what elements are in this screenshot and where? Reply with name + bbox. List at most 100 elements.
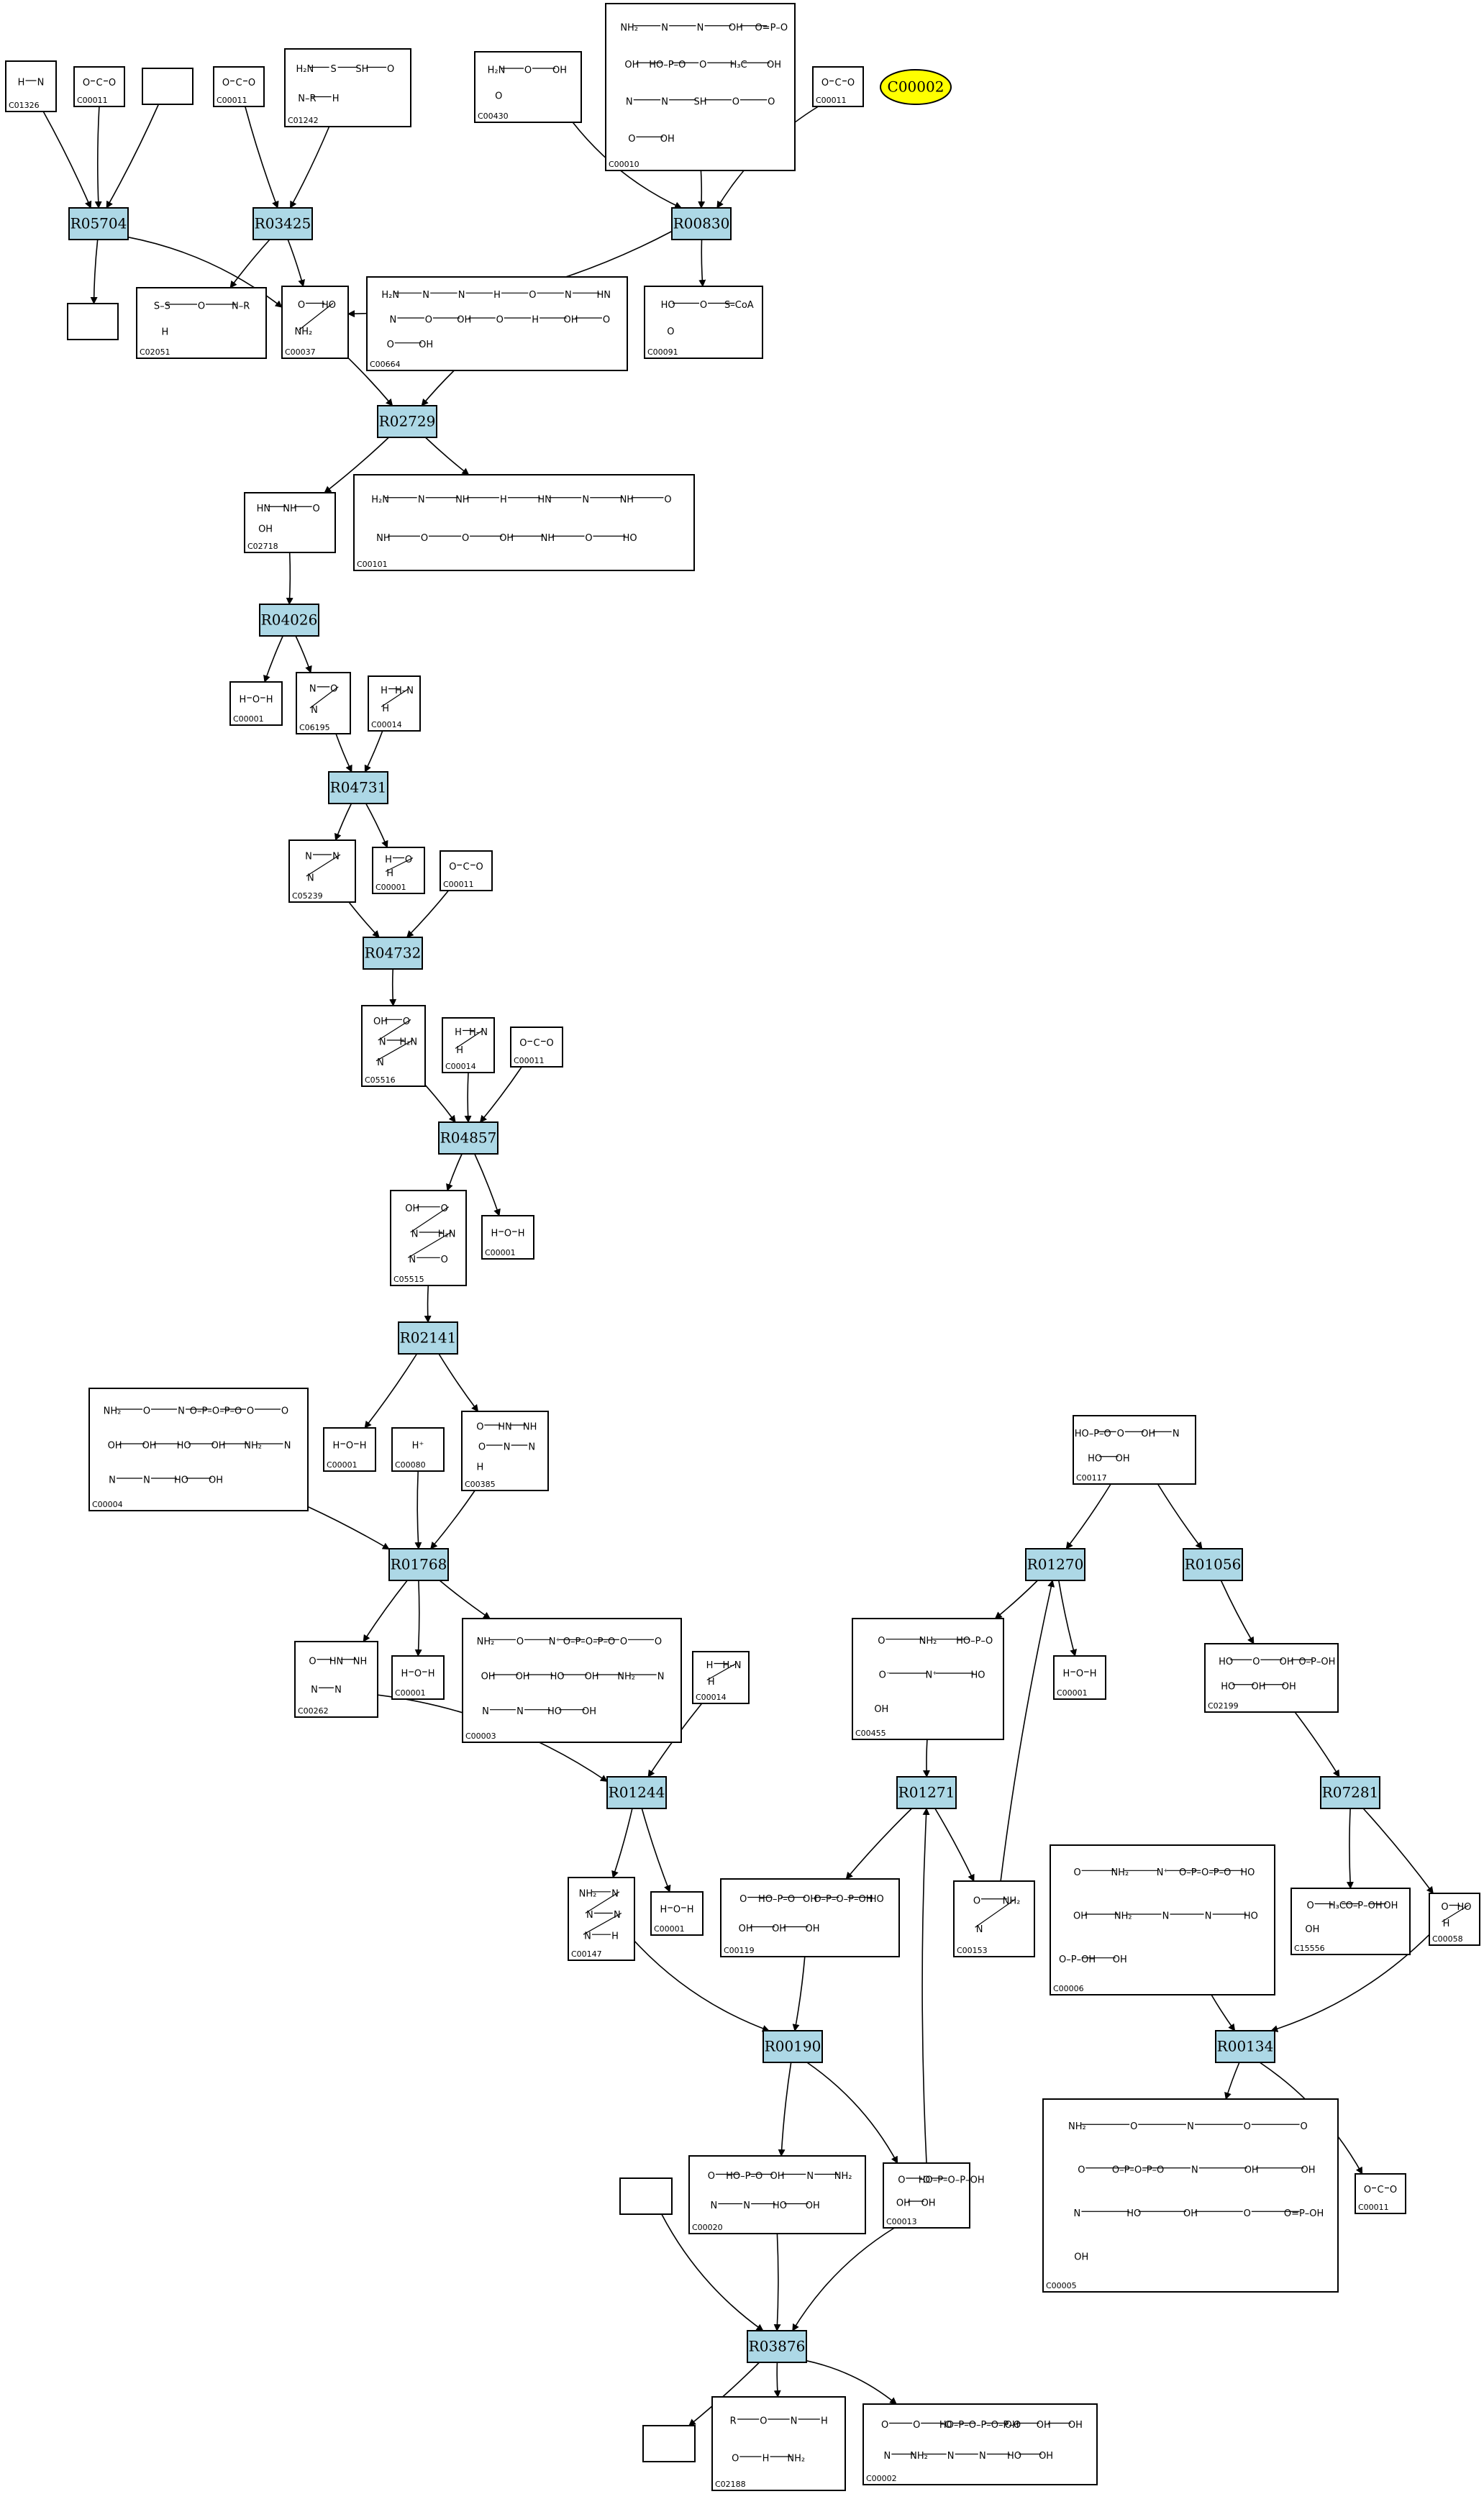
atom-label: N (791, 2416, 798, 2427)
atom-label: SH (355, 64, 368, 75)
compound-blank1[interactable] (142, 68, 194, 105)
bond-line (306, 854, 341, 877)
atom-label: NH₂ (1111, 1867, 1129, 1878)
reaction-r04026[interactable]: R04026 (259, 604, 319, 637)
reaction-r00830[interactable]: R00830 (671, 207, 732, 240)
atom-label: O–P–OH (1346, 1901, 1383, 1911)
atom-label: O (878, 1636, 885, 1647)
reaction-r01270[interactable]: R01270 (1025, 1548, 1085, 1581)
compound-c00080[interactable]: H⁺C00080 (391, 1427, 445, 1472)
reaction-r00190[interactable]: R00190 (763, 2030, 823, 2063)
bond-line (381, 688, 409, 708)
atom-label: HO (1007, 2451, 1021, 2462)
bond-line (1442, 1904, 1469, 1923)
reaction-r04732[interactable]: R04732 (363, 937, 423, 970)
atom-label: N (309, 683, 317, 694)
compound-blank2[interactable] (67, 303, 119, 340)
atom-label: OH (1282, 1681, 1296, 1692)
reaction-r01056[interactable]: R01056 (1183, 1548, 1243, 1581)
reaction-r02729[interactable]: R02729 (377, 405, 437, 438)
atom-label: N⁺ (549, 1637, 561, 1647)
reaction-r01244[interactable]: R01244 (606, 1776, 667, 1809)
compound-blank4[interactable] (642, 2425, 696, 2462)
edge-c00020-to-r03876 (773, 2233, 781, 2331)
reaction-edges (42, 104, 1434, 2426)
highlight-node[interactable]: C00002 (880, 69, 952, 105)
atom-label: O (628, 134, 635, 145)
compound-id-label: C00117 (1076, 1473, 1107, 1483)
atom-label: O (313, 504, 320, 514)
edge-r04857-to-c00001c (474, 1153, 501, 1216)
reaction-r03876[interactable]: R03876 (747, 2330, 807, 2363)
bond-line (410, 1206, 450, 1233)
edge-r01768-to-c00001e (414, 1580, 422, 1657)
compound-id-label: C00011 (77, 96, 108, 105)
reaction-r03425[interactable]: R03425 (252, 207, 313, 240)
compound-id-label: C00014 (371, 720, 402, 729)
compound-blank3[interactable] (619, 2177, 673, 2215)
reaction-r00134[interactable]: R00134 (1215, 2030, 1275, 2063)
atom-label: HN (498, 1422, 512, 1433)
atom-label: OH (1039, 2451, 1053, 2462)
reaction-r01768[interactable]: R01768 (388, 1548, 449, 1581)
atom-label: H (706, 1660, 714, 1671)
reaction-r02141[interactable]: R02141 (398, 1321, 458, 1355)
atom-label: H (491, 1229, 498, 1239)
reaction-r07281[interactable]: R07281 (1320, 1776, 1380, 1809)
reaction-r04731[interactable]: R04731 (328, 771, 388, 804)
compound-box (605, 3, 796, 171)
reaction-r01271[interactable]: R01271 (896, 1776, 957, 1809)
compound-id-label: C02188 (715, 2480, 746, 2489)
reaction-r05704[interactable]: R05704 (68, 207, 129, 240)
reaction-r04857[interactable]: R04857 (438, 1121, 499, 1155)
